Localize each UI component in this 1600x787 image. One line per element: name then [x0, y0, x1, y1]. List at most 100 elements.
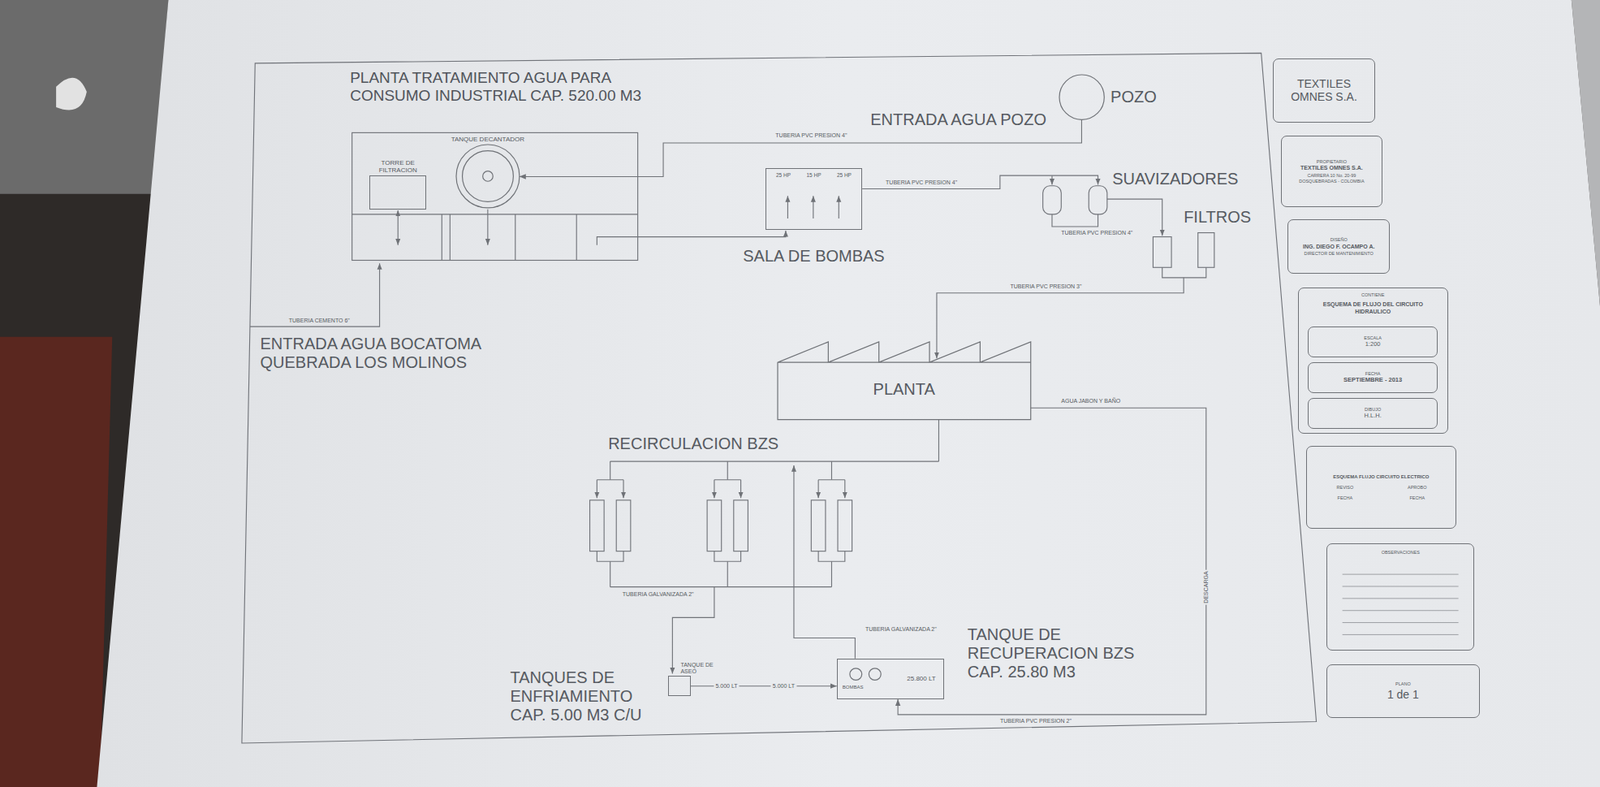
- tank-volume-label: 5.000 LT: [713, 682, 739, 690]
- node-text: TORRE DE FILTRACION: [372, 159, 423, 174]
- node-text: PROPIETARIO: [1316, 159, 1347, 164]
- electric-box: ESQUEMA FLUJO CIRCUITO ELECTRICO REVISO AP…: [1306, 445, 1457, 529]
- node-text: 25 HP: [776, 172, 791, 178]
- node-text: POZO: [1110, 87, 1157, 107]
- pipe-label: TUBERIA PVC PRESION 4": [1060, 229, 1133, 237]
- pipe-label: AGUA JABON Y BAÑO: [1060, 397, 1121, 405]
- table-object: [56, 77, 87, 111]
- settling-tank-circle: TANQUE DECANTADOR: [456, 144, 520, 208]
- pipe-label: TUBERIA CEMENTO 6": [288, 317, 350, 324]
- company-box: TEXTILES OMNES S.A.: [1272, 58, 1376, 123]
- pipe-label: TUBERIA GALVANIZADA 2": [622, 590, 695, 598]
- node-text: TANQUE DE RECUPERACION BZS CAP. 25.80 M3: [967, 625, 1147, 682]
- node-text: 15 HP: [806, 172, 821, 178]
- node-text: FECHA: [1337, 495, 1354, 501]
- pipe-label: TUBERIA PVC PRESION 2": [1000, 717, 1072, 725]
- node-text: 1 de 1: [1387, 687, 1419, 701]
- node-text: DISEÑO: [1330, 237, 1348, 242]
- cleaning-tank-box: TANQUE DE ASEO: [668, 675, 691, 696]
- node-text: OBSERVACIONES: [1327, 549, 1474, 555]
- node-text: 25.800 LT: [906, 674, 936, 682]
- well-circle-outline: [1059, 74, 1105, 120]
- node-text: H.L.H.: [1363, 412, 1381, 420]
- pipe-connector: [897, 407, 1207, 715]
- designer-box: DISEÑOING. DIEGO F. OCAMPO A.DIRECTOR DE…: [1287, 219, 1390, 274]
- pipe-lines: [250, 175, 1207, 673]
- pipe-connector: [690, 685, 837, 686]
- table-edge: [0, 336, 113, 787]
- plant-building: PLANTA: [777, 341, 1031, 420]
- diagram-title: PLANTA TRATAMIENTO AGUA PARA CONSUMO IND…: [349, 69, 772, 105]
- node-text: 1:200: [1365, 340, 1381, 349]
- node-text: BOMBAS: [842, 684, 864, 691]
- recovery-tank-box: BOMBAS25.800 LTTANQUE DE RECUPERACION BZ…: [836, 658, 945, 699]
- settling-tank-circle-outline: [456, 144, 520, 208]
- owner-box: PROPIETARIOTEXTILES OMNES S.A.CARRERA 10…: [1280, 135, 1384, 208]
- electric-box-content: ESQUEMA FLUJO CIRCUITO ELECTRICO REVISO AP…: [1306, 446, 1456, 528]
- drawing-frame: [241, 52, 1317, 743]
- area-label: ENTRADA AGUA BOCATOMA QUEBRADA LOS MOLIN…: [260, 334, 553, 372]
- date-box-content: FECHASEPTIEMBRE - 2013: [1308, 362, 1437, 393]
- node-text: ESQUEMA DE FLUJO DEL CIRCUITO HIDRAULICO: [1305, 301, 1441, 315]
- pipe-label: TUBERIA PVC PRESION 4": [775, 132, 847, 139]
- node-text: TANQUE DECANTADOR: [451, 135, 525, 143]
- node-text: DIBUJO: [1364, 406, 1381, 412]
- node-text: APROBO: [1407, 484, 1428, 490]
- tank-volume-label: 5.000 LT: [771, 682, 797, 690]
- pipe-label: DESCARGA: [1203, 569, 1210, 604]
- node-text: CARRERA 10 No. 20-99: [1306, 172, 1356, 178]
- paper-sheet: [96, 0, 1600, 787]
- node-text: PLANTA: [777, 379, 1031, 399]
- designer-box-content: DISEÑOING. DIEGO F. OCAMPO A.DIRECTOR DE…: [1288, 219, 1389, 273]
- sheet-box: PLANO1 de 1: [1326, 664, 1480, 717]
- node-text: PLANO: [1395, 681, 1411, 686]
- pump-room-box: 25 HP15 HP25 HPSALA DE BOMBAS: [765, 168, 863, 229]
- node-text: ESQUEMA FLUJO CIRCUITO ELECTRICO: [1332, 474, 1429, 480]
- pipe-label: TUBERIA PVC PRESION 4": [885, 179, 958, 186]
- node-text: REVISO: [1336, 484, 1355, 490]
- area-label: SUAVIZADORES: [1112, 169, 1238, 189]
- notes-box: OBSERVACIONES: [1326, 543, 1475, 651]
- softener-symbols: [1043, 185, 1108, 215]
- node-text: CONTIENE: [1303, 292, 1443, 298]
- node-text: ESCALA: [1363, 335, 1382, 341]
- node-text: FECHA: [1409, 495, 1425, 501]
- node-text: SEPTIEMBRE - 2013: [1343, 376, 1402, 384]
- company-box-content: TEXTILES OMNES S.A.: [1273, 59, 1375, 122]
- pipe-label: TUBERIA PVC PRESION 3": [1009, 283, 1082, 290]
- node-text: TEXTILES OMNES S.A.: [1300, 164, 1363, 172]
- owner-box-content: PROPIETARIOTEXTILES OMNES S.A.CARRERA 10…: [1281, 136, 1383, 207]
- node-text: DIRECTOR DE MANTENIMIENTO: [1304, 250, 1374, 256]
- recirculation-filters: [590, 461, 853, 587]
- drawn-by-box-content: DIBUJOH.L.H.: [1308, 398, 1437, 428]
- notes-box-outline: [1327, 543, 1474, 650]
- table-corner: [0, 0, 169, 195]
- node-text: 25 HP: [836, 172, 852, 178]
- node-text: TEXTILES OMNES S.A.: [1276, 77, 1372, 104]
- node-text: FECHA: [1365, 370, 1381, 376]
- node-text: DOSQUEBRADAS - COLOMBIA: [1298, 178, 1364, 184]
- area-label: ENTRADA AGUA POZO: [870, 110, 1047, 130]
- area-label: TANQUES DE ENFRIAMIENTO CAP. 5.00 M3 C/U: [510, 668, 669, 725]
- scale-box: ESCALA1:200: [1307, 326, 1438, 358]
- drawn-by-box: DIBUJOH.L.H.: [1307, 397, 1438, 429]
- contents-box: CONTIENE ESQUEMA DE FLUJO DEL CIRCUITO HI…: [1298, 287, 1449, 434]
- well-circle: POZO: [1059, 74, 1105, 120]
- node-text: ING. DIEGO F. OCAMPO A.: [1302, 243, 1375, 251]
- area-label: FILTROS: [1183, 207, 1251, 227]
- pipe-label: TUBERIA GALVANIZADA 2": [865, 625, 937, 633]
- node-text: TANQUE DE ASEO: [680, 661, 718, 675]
- scale-box-content: ESCALA1:200: [1308, 327, 1437, 357]
- filter-symbols: [1152, 232, 1214, 268]
- date-box: FECHASEPTIEMBRE - 2013: [1307, 362, 1438, 393]
- node-text: SALA DE BOMBAS: [742, 246, 885, 266]
- sheet-box-content: PLANO1 de 1: [1327, 664, 1480, 716]
- filter-tower-box: TORRE DE FILTRACION: [369, 175, 427, 209]
- pump-room-box-content: 25 HP 15 HP 25 HP: [766, 168, 862, 229]
- area-label: RECIRCULACION BZS: [608, 434, 779, 453]
- treatment-building: [352, 132, 639, 260]
